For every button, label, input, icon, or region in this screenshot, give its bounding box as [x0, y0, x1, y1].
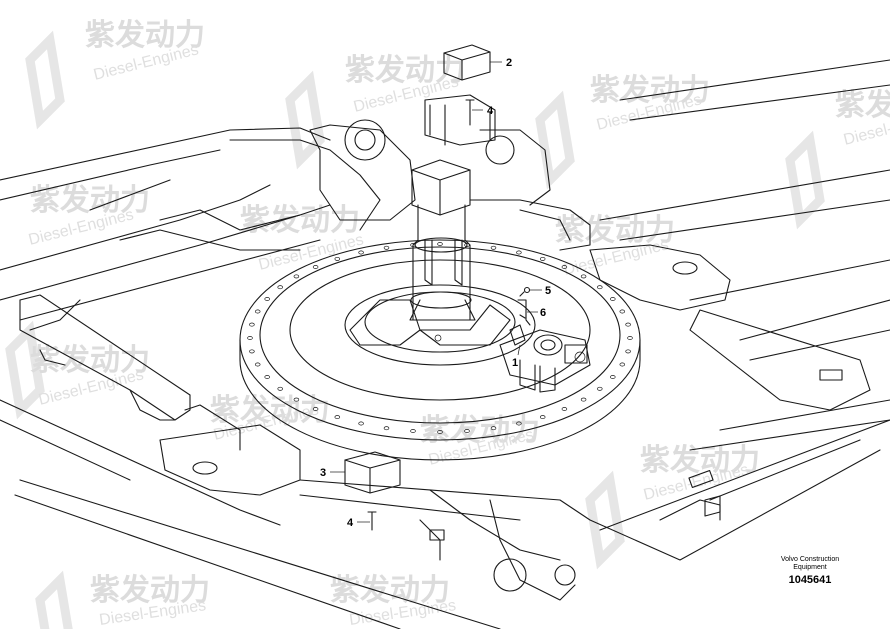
- bolt-hole: [597, 386, 603, 391]
- watermark-cn: 紫发动力: [85, 19, 205, 52]
- bolt-hole: [610, 297, 616, 301]
- part-1-motor-assembly[interactable]: [499, 324, 591, 393]
- bolt-hole: [490, 245, 497, 250]
- bolt-hole: [277, 285, 283, 290]
- bolt-hole: [464, 429, 470, 433]
- part-3-cover-box[interactable]: [344, 451, 401, 494]
- bolt-hole: [383, 245, 390, 250]
- bolt-hole: [247, 336, 253, 340]
- bolt-hole: [334, 256, 341, 261]
- bolt-hole: [383, 426, 390, 431]
- watermark-cn: 紫发动力: [210, 394, 330, 427]
- callout-6: 6: [540, 307, 546, 319]
- bolt-hole: [437, 242, 443, 246]
- part-6-bracket[interactable]: [517, 299, 531, 326]
- watermark-cn: 紫发动力: [345, 54, 465, 87]
- watermark-logo-3: [535, 90, 575, 190]
- callout-3: 3: [320, 467, 326, 479]
- drawing-number: 1045641: [789, 574, 832, 586]
- bolt-hole: [490, 426, 497, 431]
- slew-ring: [239, 239, 641, 461]
- bolt-hole: [625, 349, 631, 354]
- bolt-hole: [277, 386, 283, 391]
- bolt-hole: [627, 336, 633, 340]
- bolt-hole: [264, 375, 270, 379]
- watermark-layer: 紫发动力 Diesel-Engines 紫发动力 Diesel-Engines …: [5, 19, 890, 629]
- slew-ring-bolt-holes: [247, 242, 633, 434]
- watermark-cn: 紫发动力: [640, 444, 760, 477]
- bolt-hole: [293, 397, 300, 402]
- footer-company-line1: Volvo Construction: [781, 556, 839, 563]
- watermark-logo-7: [35, 570, 73, 629]
- bolt-hole: [610, 375, 616, 379]
- part-4-screw-upper[interactable]: [465, 99, 475, 126]
- undercarriage-frame: [0, 59, 890, 629]
- bolt-hole: [561, 407, 568, 411]
- bolt-hole: [580, 274, 587, 279]
- watermark-cn: 紫发动力: [555, 214, 675, 247]
- watermark-logo-4: [785, 130, 825, 230]
- watermark-logo-1: [25, 30, 65, 130]
- bolt-hole: [580, 397, 587, 402]
- watermark-cn: 紫发动力: [590, 74, 710, 107]
- bolt-hole: [312, 265, 319, 269]
- bolt-hole: [334, 415, 341, 420]
- central-swivel-joint: [409, 94, 496, 321]
- callout-2: 2: [506, 57, 512, 69]
- bolt-hole: [358, 250, 364, 255]
- watermark-cn: 紫发动力: [30, 344, 150, 377]
- bolt-hole: [561, 265, 568, 269]
- part-5-fitting[interactable]: [519, 286, 531, 297]
- bolt-hole: [312, 407, 319, 411]
- part-4-screw-lower[interactable]: [367, 511, 377, 531]
- bolt-hole: [437, 430, 443, 434]
- callout-5: 5: [545, 285, 551, 297]
- callout-4-lower: 4: [347, 517, 354, 529]
- bolt-hole: [516, 421, 522, 426]
- bolt-hole: [625, 322, 631, 327]
- watermark-cn: 紫发动力: [330, 574, 450, 607]
- bolt-hole: [264, 297, 270, 301]
- watermark-logo-6: [585, 470, 625, 570]
- bolt-hole: [358, 421, 364, 426]
- bolt-hole: [539, 415, 546, 420]
- watermark-cn: 紫发动力: [30, 184, 150, 217]
- footer-company-line2: Equipment: [793, 564, 827, 571]
- bolt-hole: [254, 362, 261, 367]
- bolt-hole: [516, 250, 522, 255]
- bolt-hole: [410, 429, 416, 433]
- bolt-hole: [249, 322, 255, 327]
- bolt-hole: [597, 285, 603, 290]
- bolt-hole: [539, 256, 546, 261]
- bolt-hole: [293, 274, 300, 279]
- watermark-logo-2: [285, 70, 325, 170]
- part-2-cover-box[interactable]: [443, 44, 491, 81]
- callout-1: 1: [512, 357, 518, 369]
- bolt-hole: [254, 309, 261, 314]
- watermark-cn: 紫发动力: [90, 574, 210, 607]
- watermark-logo-5: [5, 320, 45, 420]
- bolt-hole: [619, 309, 626, 314]
- callout-leader-lines: [330, 61, 542, 523]
- callout-4-upper: 4: [487, 105, 494, 117]
- watermark-cn: 紫发动力: [835, 89, 890, 122]
- bolt-hole: [619, 362, 626, 367]
- bolt-hole: [249, 349, 255, 354]
